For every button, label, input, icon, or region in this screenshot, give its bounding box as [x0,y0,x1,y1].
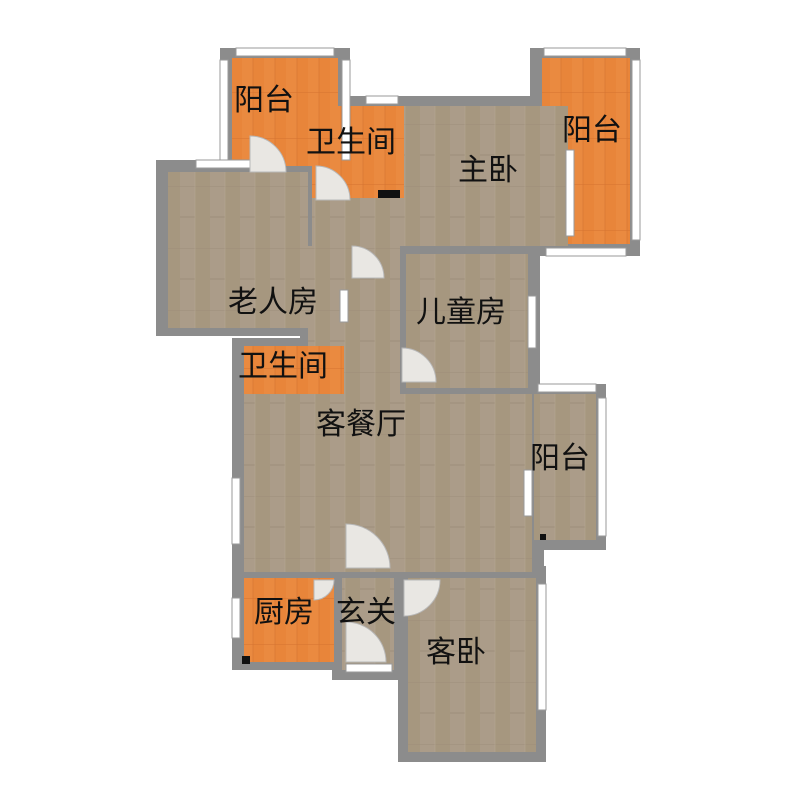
floor-balcony-right [534,394,596,540]
window [231,597,241,639]
window [537,383,597,393]
window [523,469,533,517]
room-label-balcony-top-right: 阳台 [562,113,622,148]
room-label-bathroom-public: 卫生间 [238,349,328,384]
door [313,579,335,601]
windows [195,47,641,711]
room-labels: 阳台 卫生间 主卧 阳台 老人房 儿童房 卫生间 客餐厅 阳台 厨房 玄关 客卧 [228,83,622,670]
room-label-children-room: 儿童房 [416,295,506,330]
window [231,477,241,545]
room-label-guest-bedroom: 客卧 [426,635,486,670]
floor-drain-icon [378,190,400,198]
door [315,165,351,201]
window [545,247,627,257]
window [345,663,393,673]
door [345,621,387,663]
room-label-balcony-top-left: 阳台 [234,83,294,118]
window [543,47,627,57]
door [403,579,441,617]
floor-guest-bedroom [408,578,536,752]
window [219,59,229,161]
window [365,95,399,105]
door [249,135,287,173]
room-label-bathroom-master: 卫生间 [306,125,396,160]
window [537,583,547,711]
window [341,59,351,161]
room-label-entrance: 玄关 [336,595,396,630]
door [345,523,391,569]
window [339,289,349,323]
floor-drain-icon [540,534,546,540]
room-label-master-bedroom: 主卧 [458,153,518,188]
doors [249,135,441,663]
window [235,47,335,57]
floor-living-dining [244,394,532,572]
window [597,397,607,537]
window [527,295,537,349]
markers [242,190,546,664]
door [351,245,385,279]
room-label-living-dining: 客餐厅 [316,407,406,442]
room-label-kitchen: 厨房 [254,595,314,630]
door [401,347,437,383]
room-label-elderly-room: 老人房 [228,285,318,320]
floors [168,58,630,752]
floor-elderly-room [168,172,308,328]
window [631,59,641,241]
room-label-balcony-right: 阳台 [530,441,590,476]
window [565,149,575,237]
floor-drain-icon [242,656,250,664]
